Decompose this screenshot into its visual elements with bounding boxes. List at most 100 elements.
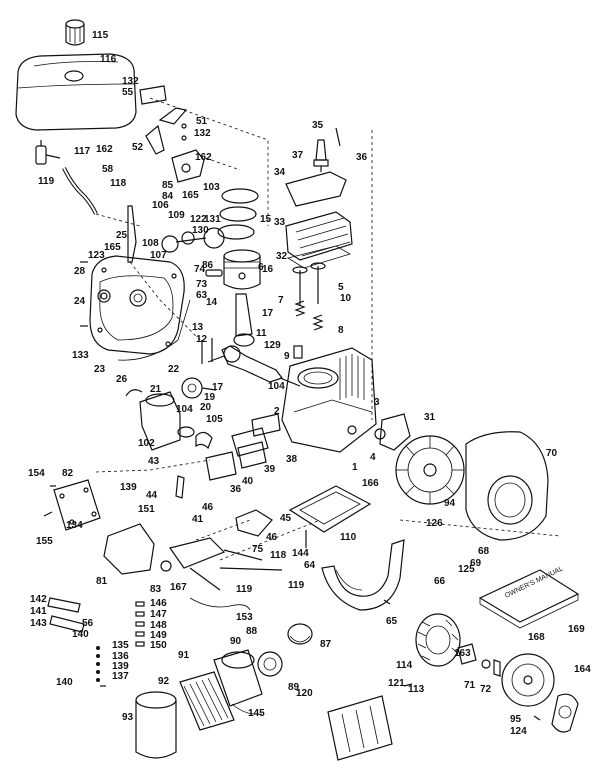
- part-label-169: 169: [568, 624, 585, 635]
- part-label-19: 19: [204, 392, 216, 403]
- part-label-89: 89: [288, 682, 300, 693]
- part-label-15: 15: [260, 214, 272, 225]
- misc-screws: [43, 261, 541, 721]
- part-label-120: 120: [296, 688, 313, 699]
- part-label-162: 162: [195, 152, 212, 163]
- throttle-levers: [47, 597, 85, 633]
- part-label-119: 119: [236, 584, 253, 595]
- part-label-140: 140: [72, 629, 89, 640]
- part-label-167: 167: [170, 582, 187, 593]
- part-label-118: 118: [110, 178, 127, 189]
- part-label-41: 41: [192, 514, 204, 525]
- cover-panel: [53, 479, 101, 531]
- part-label-65: 65: [386, 616, 398, 627]
- part-label-95: 95: [510, 714, 522, 725]
- muffler-gasket: [177, 426, 195, 438]
- part-drawings: [15, 19, 580, 761]
- dipstick: [127, 205, 137, 263]
- part-label-110: 110: [340, 532, 357, 543]
- part-label-124: 124: [510, 726, 527, 737]
- blower-housing: [465, 431, 549, 541]
- ignition-coil: [379, 413, 411, 451]
- owners-manual-book: [478, 569, 580, 629]
- part-label-168: 168: [528, 632, 545, 643]
- part-label-144: 144: [292, 548, 309, 559]
- tappet: [293, 345, 303, 359]
- part-label-46: 46: [266, 532, 278, 543]
- part-label-73: 73: [196, 279, 208, 290]
- part-label-5: 5: [338, 282, 344, 293]
- fuel-line-inner: [63, 167, 97, 215]
- part-label-145: 145: [248, 708, 265, 719]
- part-label-119: 119: [288, 580, 305, 591]
- part-label-71: 71: [464, 680, 476, 691]
- part-label-58: 58: [102, 164, 114, 175]
- part-label-13: 13: [192, 322, 204, 333]
- part-label-121: 121: [388, 678, 405, 689]
- choke-rod: [219, 567, 283, 571]
- part-label-166: 166: [362, 478, 379, 489]
- part-label-122: 122: [190, 214, 207, 225]
- cylinder-head: [285, 211, 353, 261]
- part-label-56: 56: [82, 618, 94, 629]
- part-label-17: 17: [212, 382, 224, 393]
- part-label-132: 132: [194, 128, 211, 139]
- cylinder-block: [281, 347, 377, 453]
- head-shroud: [285, 171, 347, 207]
- part-label-92: 92: [158, 676, 170, 687]
- part-label-32: 32: [276, 251, 288, 262]
- plug-terminal: [335, 127, 341, 147]
- carburetor-plate: [235, 509, 273, 537]
- recoil-starter: [501, 653, 555, 707]
- part-label-106: 106: [152, 200, 169, 211]
- control-guard: [103, 523, 155, 575]
- valve-springs: [294, 300, 324, 331]
- part-label-104: 104: [268, 381, 285, 392]
- part-label-102: 102: [138, 438, 155, 449]
- part-label-17: 17: [262, 308, 274, 319]
- part-label-1: 1: [352, 462, 358, 473]
- part-label-11: 11: [256, 328, 267, 339]
- part-label-63: 63: [196, 290, 208, 301]
- muffler: [125, 389, 181, 451]
- part-label-37: 37: [292, 150, 304, 161]
- part-label-164: 164: [574, 664, 591, 675]
- starter-handle: [551, 693, 579, 733]
- part-label-44: 44: [146, 490, 158, 501]
- part-label-134: 134: [66, 520, 83, 531]
- governor-bracket: [171, 149, 205, 183]
- part-label-6: 6: [258, 262, 264, 273]
- part-label-123: 123: [88, 250, 105, 261]
- part-label-86: 86: [202, 260, 214, 271]
- fastener-set: [135, 601, 145, 647]
- part-label-91: 91: [178, 650, 190, 661]
- part-label-24: 24: [74, 296, 86, 307]
- part-label-115: 115: [92, 30, 109, 41]
- part-label-139: 139: [120, 482, 137, 493]
- part-label-16: 16: [262, 264, 274, 275]
- part-label-94: 94: [444, 498, 456, 509]
- part-label-52: 52: [132, 142, 144, 153]
- air-cleaner-body: [213, 649, 263, 707]
- part-label-165: 165: [182, 190, 199, 201]
- crankcase-cover: [89, 255, 185, 355]
- part-label-39: 39: [264, 464, 276, 475]
- part-label-132: 132: [122, 76, 139, 87]
- part-label-88: 88: [246, 626, 258, 637]
- rotating-screen: [327, 695, 393, 761]
- lower-shroud: [321, 539, 405, 611]
- brackets: [139, 85, 188, 155]
- part-label-149: 149: [150, 630, 167, 641]
- part-label-23: 23: [94, 364, 106, 375]
- recoil-parts: [457, 643, 501, 677]
- part-label-40: 40: [242, 476, 254, 487]
- part-label-8: 8: [338, 325, 344, 336]
- spark-plug: [313, 139, 329, 172]
- part-label-108: 108: [142, 238, 159, 249]
- part-number-callouts: 1151161325551132521621171195811816285841…: [28, 30, 591, 737]
- part-label-142: 142: [30, 594, 47, 605]
- flywheel: [395, 435, 465, 505]
- connecting-rod: [233, 293, 255, 347]
- part-label-28: 28: [74, 266, 86, 277]
- part-label-26: 26: [116, 374, 128, 385]
